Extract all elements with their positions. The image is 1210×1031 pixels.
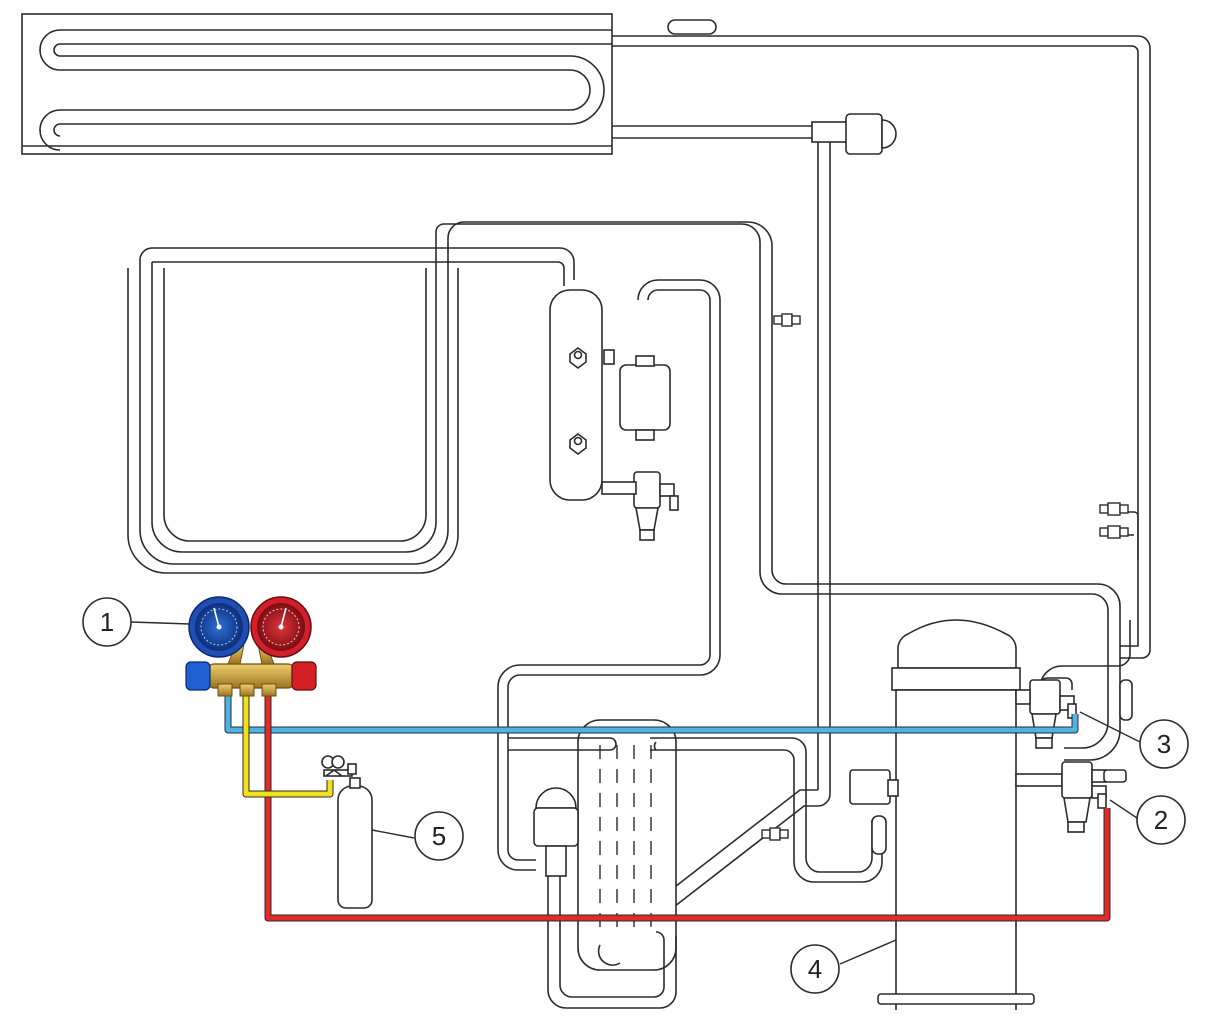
heat-exchanger — [577, 719, 677, 971]
callout-label: 2 — [1154, 805, 1168, 835]
pressure-regulator-icon — [321, 755, 357, 777]
port-tube — [1128, 511, 1139, 560]
hose-fitting-icon — [239, 683, 255, 697]
pressure-gauge-icon — [250, 596, 312, 658]
callout-label: 3 — [1157, 729, 1171, 759]
suction-service-valve — [1015, 620, 1131, 749]
service-port-icon — [761, 313, 1129, 841]
nitrogen-cylinder — [321, 755, 373, 909]
hose-fitting-icon — [261, 683, 277, 697]
low-side-knob — [185, 661, 211, 691]
high-side-hose — [265, 690, 1110, 921]
callout-4: 4 — [790, 944, 840, 994]
callout-label: 1 — [100, 607, 114, 637]
compressor — [849, 619, 1133, 1010]
discharge-service-valve — [1015, 761, 1127, 833]
suction-piping — [508, 737, 883, 1009]
condenser-frame — [21, 13, 613, 155]
hoses — [224, 690, 1111, 922]
liquid-receiver — [549, 289, 615, 501]
callout-label: 5 — [432, 821, 446, 851]
high-side-knob — [291, 661, 317, 691]
expansion-valve — [533, 787, 579, 877]
charging-hose — [243, 690, 333, 797]
manifold-gauge-set — [185, 596, 317, 697]
pressure-gauge-icon — [188, 596, 250, 658]
callout-1: 1 — [82, 597, 132, 647]
callout-label: 4 — [808, 954, 822, 984]
low-side-hose — [225, 690, 1078, 733]
sight-glass — [811, 113, 897, 155]
condenser-coil — [21, 13, 1151, 659]
hose-fitting-icon — [217, 683, 233, 697]
liquid-line — [599, 142, 831, 956]
callout-2: 2 — [1136, 795, 1186, 845]
fan-bracket — [667, 19, 717, 35]
evaporator-coil — [127, 221, 1121, 761]
callout-3: 3 — [1139, 719, 1189, 769]
callout-leaders — [130, 621, 1141, 965]
filter-drier — [497, 279, 721, 871]
callout-5: 5 — [414, 811, 464, 861]
